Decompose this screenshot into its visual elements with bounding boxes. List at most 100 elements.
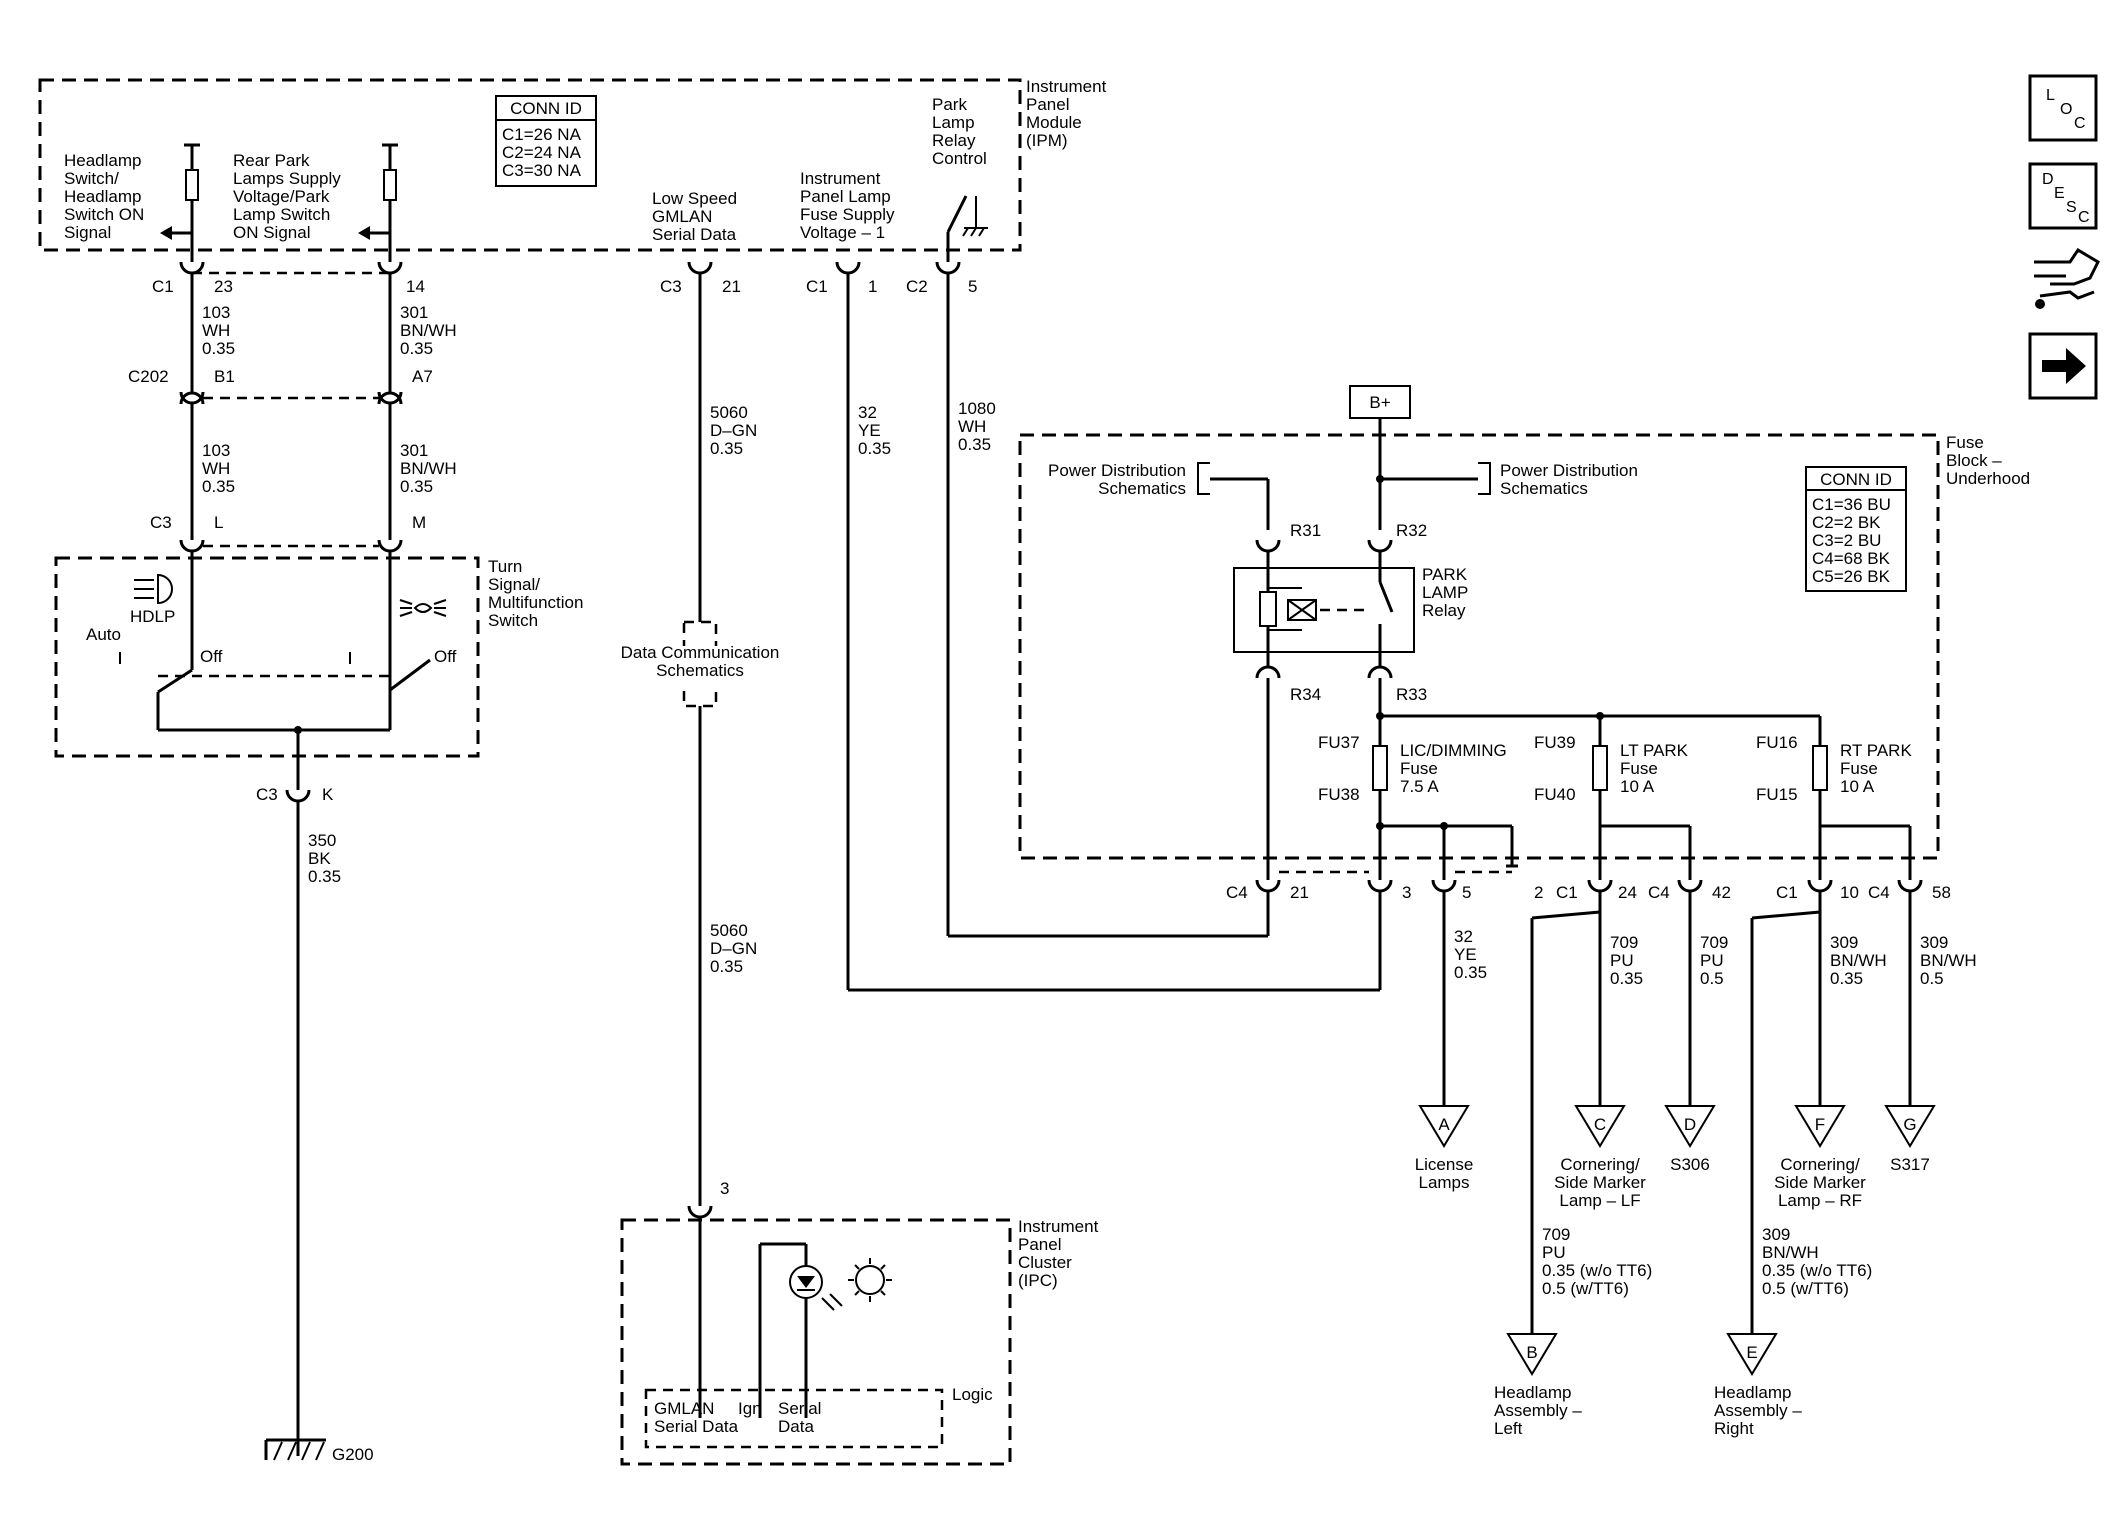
svg-text:Rear Park: Rear Park: [233, 151, 310, 170]
svg-text:Instrument: Instrument: [800, 169, 881, 188]
location-view-button[interactable]: L O C: [2028, 74, 2098, 142]
connector-c1-pin23: [179, 260, 205, 275]
svg-text:S: S: [2066, 199, 2077, 216]
svg-text:Voltage – 1: Voltage – 1: [800, 223, 885, 242]
destination-d[interactable]: D S306: [1664, 1105, 1716, 1174]
ipm-pullup-resistor-1: [185, 169, 199, 201]
svg-text:1080: 1080: [958, 399, 996, 418]
svg-text:10 A: 10 A: [1840, 777, 1875, 796]
svg-text:C1: C1: [152, 277, 174, 296]
wire-309-rf-label: 309 BN/WH 0.35: [1830, 933, 1887, 988]
svg-text:Underhood: Underhood: [1946, 469, 2030, 488]
svg-text:0.35: 0.35: [308, 867, 341, 886]
destination-g[interactable]: G S317: [1884, 1105, 1936, 1174]
switch-off-left-label: Off: [200, 647, 223, 666]
power-distribution-ref-right[interactable]: Power Distribution Schematics: [1478, 461, 1638, 498]
svg-text:Ign: Ign: [738, 1399, 762, 1418]
fuse-lic-dimming: [1372, 745, 1388, 791]
connector-c1-pin10: [1807, 878, 1833, 893]
wire-32-upper-label: 32 YE 0.35: [858, 403, 891, 458]
svg-text:Power Distribution: Power Distribution: [1500, 461, 1638, 480]
svg-text:BN/WH: BN/WH: [400, 459, 457, 478]
battery-positive-terminal: B+: [1349, 385, 1411, 419]
svg-text:0.35 (w/o TT6): 0.35 (w/o TT6): [1542, 1261, 1652, 1280]
svg-text:5060: 5060: [710, 403, 748, 422]
svg-text:23: 23: [214, 277, 233, 296]
wire-709-headlamp-label: 709 PU 0.35 (w/o TT6) 0.5 (w/TT6): [1542, 1225, 1652, 1298]
connector-c3-k: [285, 788, 311, 803]
svg-text:Relay: Relay: [932, 131, 976, 150]
svg-text:0.35: 0.35: [1610, 969, 1643, 988]
svg-text:B1: B1: [214, 367, 235, 386]
description-view-button[interactable]: D E S C: [2028, 162, 2098, 230]
ipm-signal-headlamp: Headlamp Switch/ Headlamp Switch ON Sign…: [64, 151, 144, 242]
svg-text:Serial: Serial: [778, 1399, 821, 1418]
svg-text:D–GN: D–GN: [710, 421, 757, 440]
wire-32-license-label: 32 YE 0.35: [1454, 927, 1487, 982]
svg-text:21: 21: [1290, 883, 1309, 902]
svg-text:Cornering/: Cornering/: [1780, 1155, 1860, 1174]
svg-text:B: B: [1526, 1343, 1537, 1362]
connector-ipc-pin3: [687, 1204, 713, 1219]
svg-text:C3: C3: [150, 513, 172, 532]
fuse-lt-labels: FU39 FU40 LT PARK Fuse 10 A: [1534, 733, 1689, 804]
svg-text:BN/WH: BN/WH: [400, 321, 457, 340]
connector-harness-icon[interactable]: [2034, 247, 2100, 309]
data-comm-schematics-ref[interactable]: Data Communication Schematics: [612, 620, 788, 708]
destination-e[interactable]: E Headlamp Assembly – Right: [1714, 1333, 1802, 1438]
connector-c1-pin14: [377, 260, 403, 275]
ipc-logic-box: [644, 1388, 944, 1449]
svg-text:L: L: [214, 513, 223, 532]
svg-text:0.35: 0.35: [958, 435, 991, 454]
svg-text:10 A: 10 A: [1620, 777, 1655, 796]
svg-text:103: 103: [202, 441, 230, 460]
ipm-signal-gmlan: Low Speed GMLAN Serial Data: [652, 189, 737, 244]
svg-text:709: 709: [1700, 933, 1728, 952]
svg-text:FU38: FU38: [1318, 785, 1360, 804]
svg-text:LAMP: LAMP: [1422, 583, 1468, 602]
svg-text:103: 103: [202, 303, 230, 322]
destination-c[interactable]: C Cornering/ Side Marker Lamp – LF: [1554, 1105, 1646, 1210]
svg-text:Low Speed: Low Speed: [652, 189, 737, 208]
turn-switch-name: Turn Signal/ Multifunction Switch: [488, 557, 583, 630]
wire-103-upper-label: 103 WH 0.35: [202, 303, 235, 358]
svg-text:Side Marker: Side Marker: [1554, 1173, 1646, 1192]
connector-r32: [1367, 538, 1393, 553]
ipm-module-name: Instrument Panel Module (IPM): [1026, 77, 1107, 150]
svg-text:1: 1: [868, 277, 877, 296]
svg-text:709: 709: [1610, 933, 1638, 952]
turn-switch-box: [54, 556, 480, 758]
svg-text:Instrument: Instrument: [1026, 77, 1107, 96]
power-distribution-ref-left[interactable]: Power Distribution Schematics: [1048, 461, 1210, 498]
svg-text:Signal/: Signal/: [488, 575, 540, 594]
wire-350-label: 350 BK 0.35: [308, 831, 341, 886]
svg-text:YE: YE: [858, 421, 881, 440]
svg-text:F: F: [1815, 1115, 1825, 1134]
destination-b[interactable]: B Headlamp Assembly – Left: [1494, 1333, 1582, 1438]
ipm-signal-rear-park: Rear Park Lamps Supply Voltage/Park Lamp…: [233, 151, 341, 242]
svg-text:0.35: 0.35: [710, 957, 743, 976]
connector-r34: [1255, 665, 1281, 679]
svg-text:R32: R32: [1396, 521, 1427, 540]
svg-text:3: 3: [1402, 883, 1411, 902]
svg-text:WH: WH: [202, 459, 230, 478]
wire-103-lower-label: 103 WH 0.35: [202, 441, 235, 496]
svg-text:C: C: [1594, 1115, 1606, 1134]
svg-text:Switch/: Switch/: [64, 169, 119, 188]
destination-f[interactable]: F Cornering/ Side Marker Lamp – RF: [1774, 1105, 1866, 1210]
next-page-arrow-icon[interactable]: [2028, 332, 2098, 400]
svg-text:Module: Module: [1026, 113, 1082, 132]
ipc-logic-labels: Logic GMLAN Serial Data Ign Serial Data: [654, 1385, 993, 1436]
svg-text:24: 24: [1618, 883, 1637, 902]
svg-text:B+: B+: [1369, 393, 1390, 412]
relay-name: PARK LAMP Relay: [1422, 565, 1468, 620]
svg-text:PU: PU: [1610, 951, 1634, 970]
svg-text:Assembly –: Assembly –: [1494, 1401, 1582, 1420]
svg-text:LIC/DIMMING: LIC/DIMMING: [1400, 741, 1507, 760]
svg-text:C3: C3: [660, 277, 682, 296]
svg-text:C: C: [2078, 209, 2090, 226]
svg-text:BN/WH: BN/WH: [1830, 951, 1887, 970]
destination-a[interactable]: A License Lamps: [1415, 1105, 1474, 1192]
fuse-block-name: Fuse Block – Underhood: [1946, 433, 2030, 488]
svg-text:0.35: 0.35: [858, 439, 891, 458]
